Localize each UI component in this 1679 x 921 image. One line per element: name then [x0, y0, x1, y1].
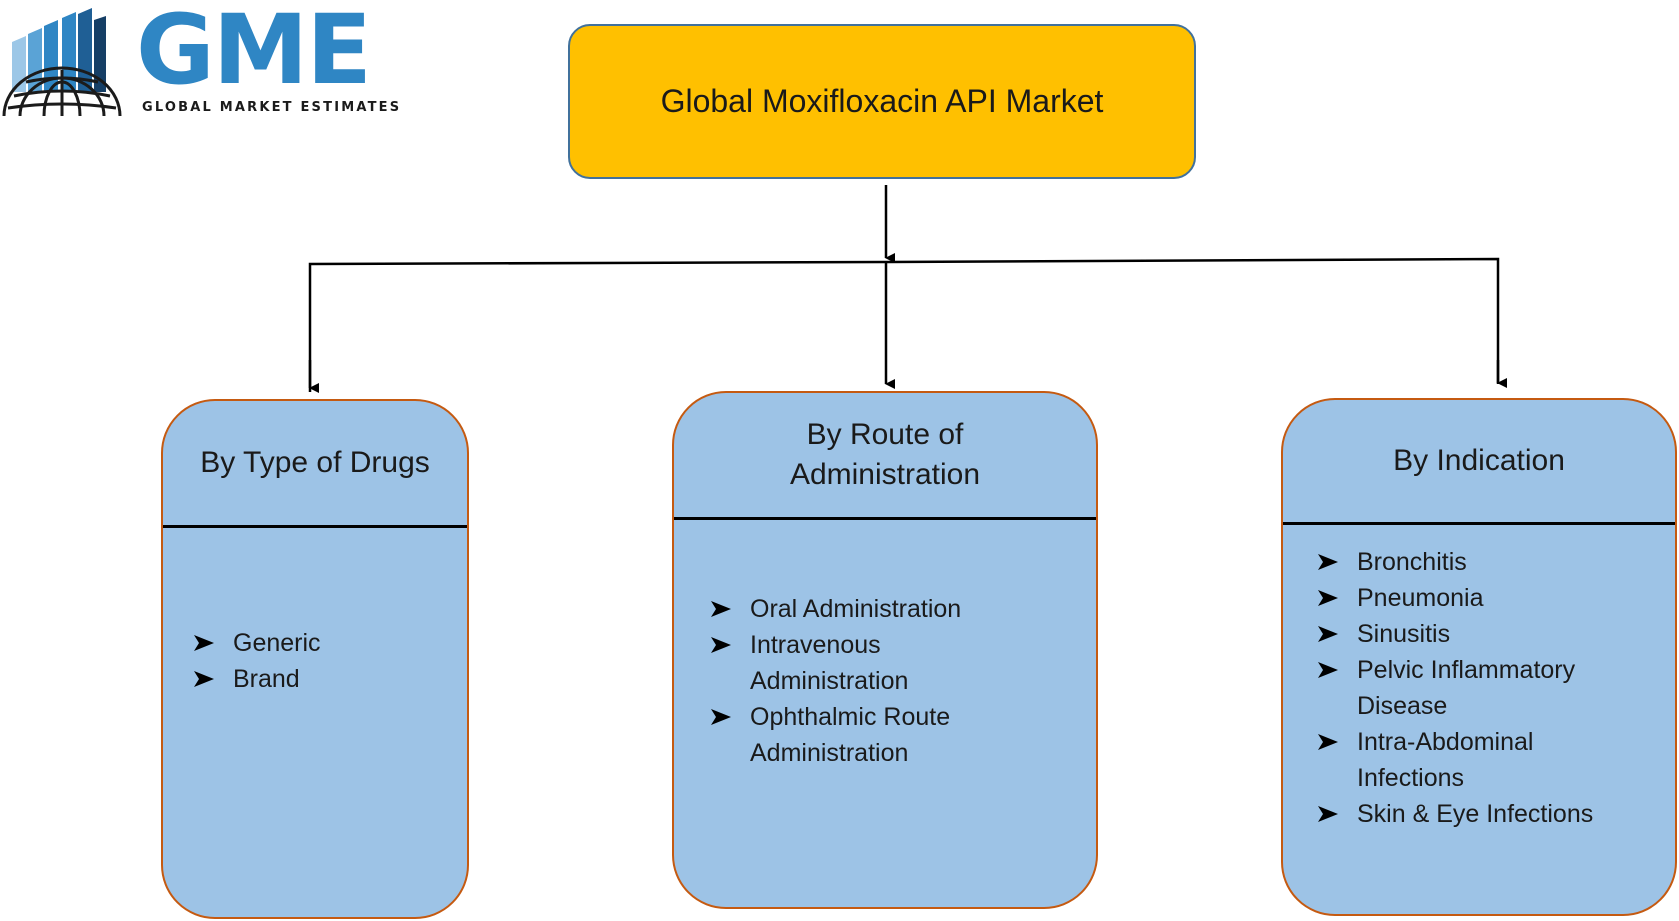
list-item: Sinusitis	[1317, 616, 1637, 652]
logo-subtitle: GLOBAL MARKET ESTIMATES	[142, 100, 402, 115]
category-item-list: Oral Administration Intravenous Administ…	[710, 591, 1040, 771]
branch-line	[308, 257, 1500, 392]
arrowhead-bullet-icon	[1317, 580, 1345, 616]
category-type-of-drugs: By Type of Drugs Generic Brand	[161, 399, 469, 919]
arrowhead-bullet-icon	[193, 625, 221, 661]
list-item: Generic	[193, 625, 321, 661]
logo-wordmark: GME	[136, 0, 372, 106]
arrowhead-bullet-icon	[1317, 724, 1345, 760]
arrowhead-bullet-icon	[1317, 652, 1345, 688]
category-indication: By Indication Bronchitis Pneumonia Sinus…	[1281, 398, 1677, 916]
category-title: By Indication	[1283, 400, 1675, 525]
list-item: Pneumonia	[1317, 580, 1637, 616]
list-item: Brand	[193, 661, 321, 697]
list-item: Oral Administration	[710, 591, 1040, 627]
list-item: Pelvic Inflammatory Disease	[1317, 652, 1627, 724]
list-item: Ophthalmic Route Administration	[710, 699, 1020, 771]
arrowhead-bullet-icon	[1317, 544, 1345, 580]
arrowhead-bullet-icon	[1317, 796, 1345, 832]
list-item: Intravenous Administration	[710, 627, 950, 699]
root-node-label: Global Moxifloxacin API Market	[660, 83, 1104, 119]
arrowhead-bullet-icon	[710, 699, 738, 735]
arrowhead-bullet-icon	[193, 661, 221, 697]
category-title: By Type of Drugs	[163, 401, 467, 528]
category-title: By Route of Administration	[674, 393, 1096, 520]
list-item: Intra-Abdominal Infections	[1317, 724, 1597, 796]
root-node: Global Moxifloxacin API Market	[568, 24, 1196, 179]
arrowhead-bullet-icon	[1317, 616, 1345, 652]
list-item: Bronchitis	[1317, 544, 1637, 580]
category-route-of-administration: By Route of Administration Oral Administ…	[672, 391, 1098, 909]
arrowhead-bullet-icon	[710, 627, 738, 663]
arrowhead-bullet-icon	[710, 591, 738, 627]
category-item-list: Generic Brand	[193, 625, 321, 697]
gme-logo: GME GLOBAL MARKET ESTIMATES	[0, 0, 460, 125]
category-item-list: Bronchitis Pneumonia Sinusitis Pelvic In…	[1317, 544, 1637, 832]
list-item: Skin & Eye Infections	[1317, 796, 1637, 832]
globe-bars-icon	[2, 8, 122, 117]
